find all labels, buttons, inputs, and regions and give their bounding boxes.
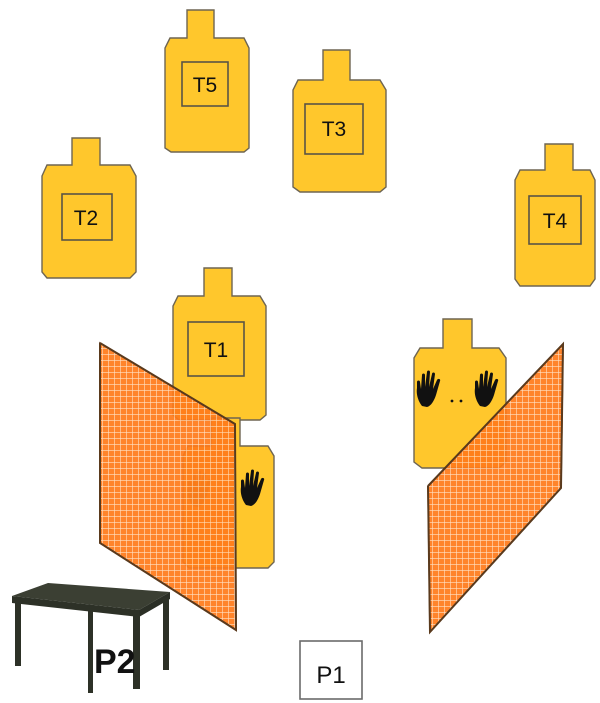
- position-p1: P1: [300, 641, 362, 699]
- target-label-t3: T3: [322, 118, 347, 141]
- target-label-t4: T4: [543, 210, 568, 233]
- target-t2: T2: [42, 138, 136, 278]
- position-label-p2: P2: [94, 643, 136, 681]
- table: [12, 583, 170, 693]
- target-label-t2: T2: [74, 207, 99, 230]
- target-t5: T5: [165, 10, 249, 152]
- dot-right-1: [451, 400, 454, 403]
- position-label-p1: P1: [316, 662, 345, 689]
- target-t4: T4: [515, 144, 595, 286]
- dot-right-2: [460, 400, 463, 403]
- target-label-t1: T1: [204, 339, 229, 362]
- target-t3: T3: [293, 50, 386, 192]
- target-label-t5: T5: [193, 74, 218, 97]
